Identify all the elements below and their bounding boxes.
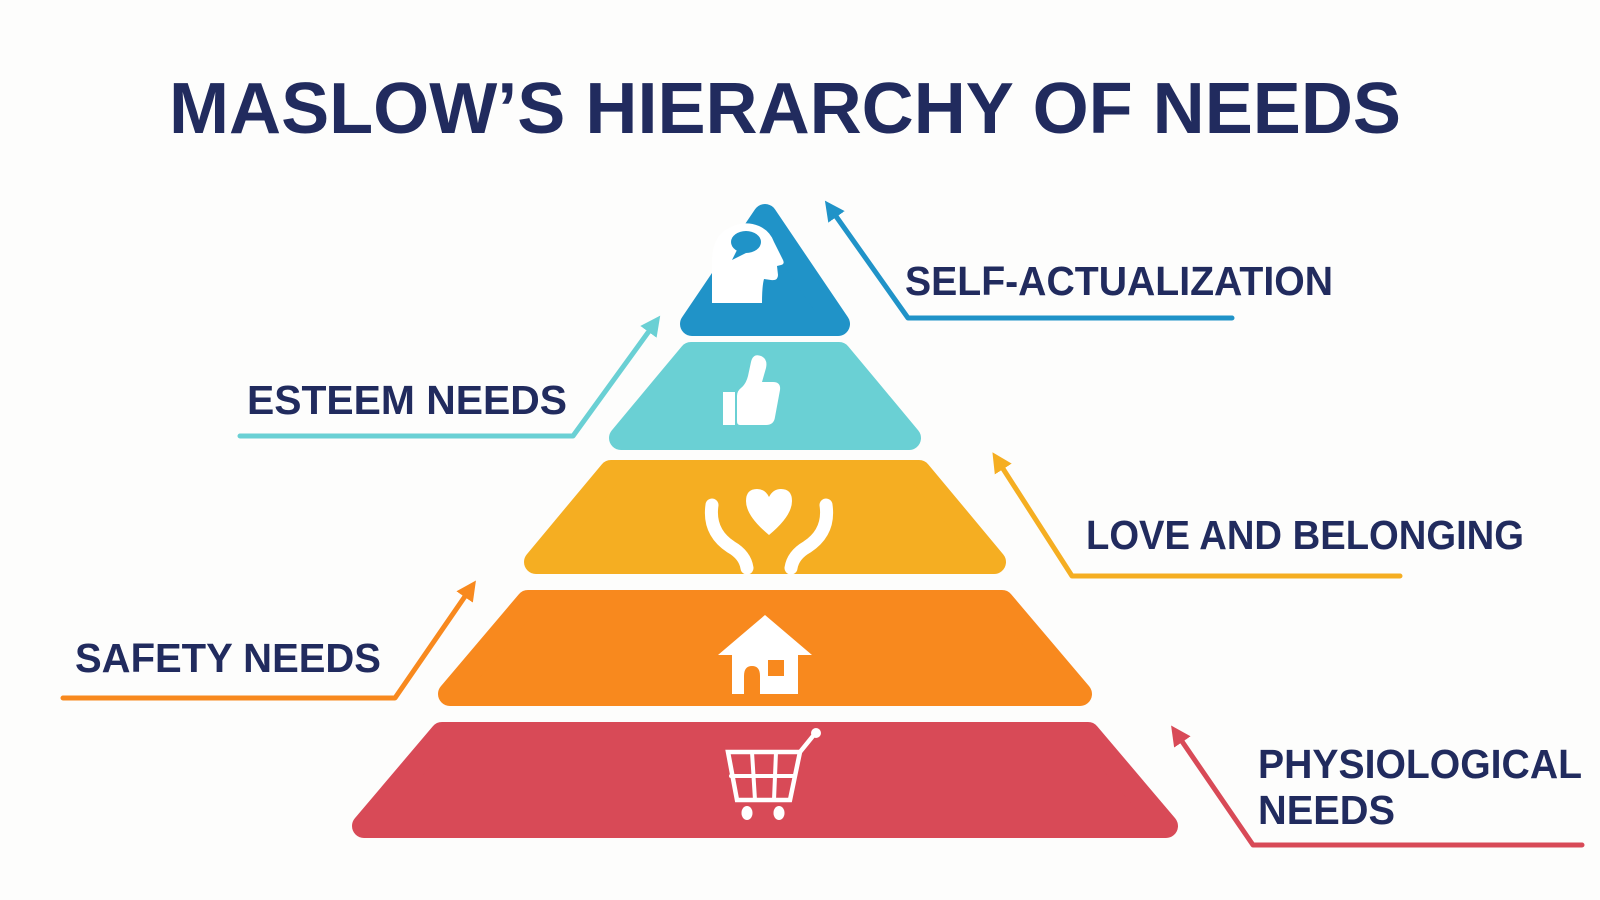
hands-heart-icon <box>704 489 834 575</box>
house-window <box>768 660 784 676</box>
head-silhouette <box>712 223 784 303</box>
label-safety-needs: SAFETY NEEDS <box>75 635 381 681</box>
label-love-and-belonging: LOVE AND BELONGING <box>1086 512 1524 558</box>
pyramid-level-physiological <box>352 722 1178 838</box>
callout-line-safety <box>60 580 476 701</box>
label-physiological-line1: PHYSIOLOGICAL <box>1258 741 1582 787</box>
thumbs-up-shape <box>723 355 781 425</box>
house-icon <box>718 615 812 694</box>
cart-grid <box>729 750 797 802</box>
house-shape <box>718 615 812 694</box>
label-physiological-line2: NEEDS <box>1258 787 1395 833</box>
shopping-cart-icon <box>725 728 821 820</box>
cart-handle-knob <box>811 728 821 738</box>
page-title: MASLOW’S HIERARCHY OF NEEDS <box>169 69 1401 149</box>
house-door <box>744 666 760 694</box>
label-esteem-needs: ESTEEM NEEDS <box>247 377 567 423</box>
thumbs-up-icon <box>723 355 781 425</box>
brain-shape <box>731 231 761 253</box>
brain-tail <box>732 250 746 260</box>
cart-wheel-left <box>741 806 753 820</box>
callout-line-love-belonging <box>992 452 1403 579</box>
head-brain-icon <box>712 223 784 303</box>
callout-line-self-actualization <box>824 200 1235 321</box>
cart-handle <box>797 733 816 755</box>
label-self-actualization: SELF-ACTUALIZATION <box>905 258 1333 304</box>
heart-shape <box>746 489 792 535</box>
callout-line-esteem <box>237 315 661 439</box>
left-hand-shape <box>704 498 754 575</box>
right-hand-shape <box>784 498 834 575</box>
cart-wheel-right <box>773 806 785 820</box>
callout-line-physiological <box>1171 725 1585 848</box>
